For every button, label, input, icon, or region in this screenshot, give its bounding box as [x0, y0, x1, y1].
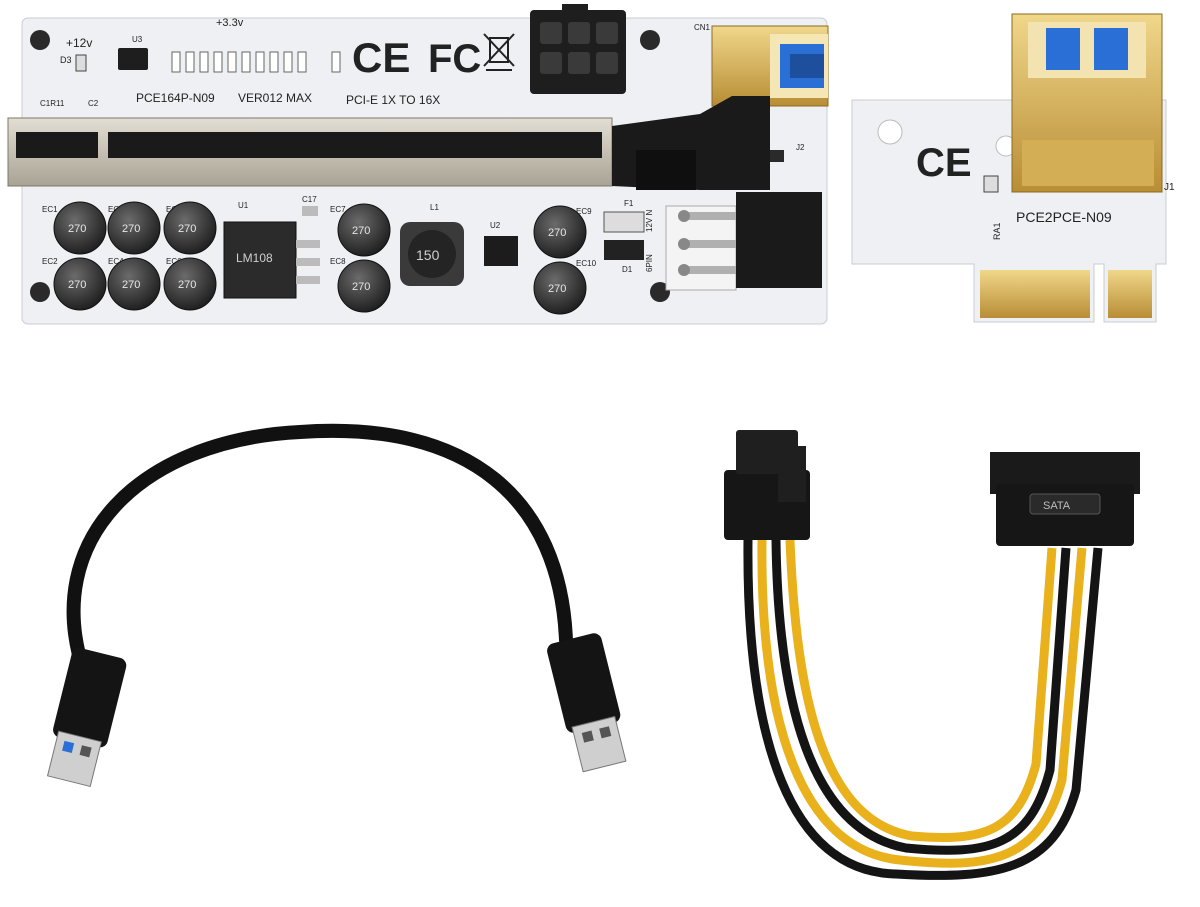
capacitor [163, 201, 217, 255]
usb3-port [711, 25, 829, 107]
mount-hole [30, 30, 50, 50]
capacitor-marking: 270 [178, 223, 196, 235]
j1-label: J1 [1164, 182, 1175, 193]
capacitor [107, 201, 161, 255]
main-model-label: PCE164P-N09 [136, 91, 215, 105]
capacitor-marking: 270 [122, 279, 140, 291]
inductor-marking: 150 [416, 247, 440, 263]
cap-label-ec7: EC7 [330, 205, 346, 214]
mount-hole [877, 119, 903, 145]
6pin-power-connector [530, 4, 626, 94]
mount-hole [650, 282, 670, 302]
c2-label: C2 [88, 99, 99, 108]
cap-label-ec2: EC2 [42, 257, 58, 266]
v33-label: +3.3v [216, 17, 244, 29]
l1-label: L1 [430, 203, 439, 212]
cap-label-ec9: EC9 [576, 207, 592, 216]
main-version-label: VER012 MAX [238, 91, 312, 105]
c1r11-label: C1R11 [40, 99, 65, 108]
side-connector [736, 192, 822, 288]
fuse-f1 [603, 211, 645, 233]
capacitor [533, 205, 587, 259]
cap-label-ec6: EC6 [166, 257, 182, 266]
capacitor-marking: 270 [352, 225, 370, 237]
capacitor [53, 201, 107, 255]
j2-label: J2 [796, 143, 805, 152]
sata-label: SATA [1043, 500, 1071, 512]
weee-bin-icon [483, 33, 515, 71]
capacitor-marking: 270 [548, 283, 566, 295]
capacitor-marking: 270 [68, 223, 86, 235]
capacitor [533, 261, 587, 315]
usb-plug-right [547, 633, 627, 773]
u3-label: U3 [132, 35, 143, 44]
main-interface-label: PCI-E 1X TO 16X [346, 93, 440, 107]
cap-label-ec4: EC4 [108, 257, 124, 266]
capacitor-marking: 270 [548, 227, 566, 239]
mount-hole [30, 282, 50, 302]
6pin-plug [724, 430, 810, 540]
riser-adapter-board: CE RA1 J1 PCE2PCE-N09 [851, 13, 1175, 323]
capacitor-marking: 270 [122, 223, 140, 235]
sata-plug: SATA [990, 452, 1140, 546]
12v-label: 12V N [645, 210, 654, 232]
chip-u2 [484, 236, 518, 266]
capacitor [163, 257, 217, 311]
capacitor [337, 203, 391, 257]
ra1-label: RA1 [992, 222, 1002, 240]
led-row [171, 51, 341, 73]
capacitor [337, 259, 391, 313]
adapter-model-label: PCE2PCE-N09 [1016, 209, 1112, 225]
pcie-x1-gold-fingers [980, 270, 1152, 318]
capacitor-marking: 270 [352, 281, 370, 293]
capacitor-marking: 270 [68, 279, 86, 291]
pcie-x16-slot [7, 117, 613, 187]
usb-plug-left [46, 647, 127, 788]
sata-to-6pin-cable: SATA [724, 430, 1140, 880]
u2-label: U2 [490, 221, 501, 230]
regulator-marking: LM108 [236, 251, 273, 265]
capacitor [53, 257, 107, 311]
led-d3 [75, 54, 87, 72]
led-ra1 [983, 175, 999, 193]
mount-hole [640, 30, 660, 50]
d1-label: D1 [622, 265, 633, 274]
smd-part [770, 150, 784, 162]
diode-d1 [604, 240, 644, 260]
cap-label-ec1: EC1 [42, 205, 58, 214]
f1-label: F1 [624, 199, 634, 208]
c17-label: C17 [302, 195, 317, 204]
voltage-regulator: LM108 [223, 221, 320, 299]
cn1-label: CN1 [694, 23, 711, 32]
6pin-label: 6PIN [645, 254, 654, 272]
d3-label: D3 [60, 55, 72, 65]
fc-mark: FC [428, 37, 481, 81]
usb3-cable [46, 423, 627, 788]
u1-label: U1 [238, 201, 249, 210]
capacitor-group: 270 270 270 270 270 270 270 270 270 270 [53, 201, 587, 315]
power-pins [665, 205, 737, 291]
slot-latch [612, 96, 826, 194]
inductor-l1: 150 [400, 222, 464, 286]
chip-u3 [118, 48, 148, 70]
ce-mark-small: CE [916, 141, 972, 185]
cap-label-ec10: EC10 [576, 259, 597, 268]
cap-label-ec8: EC8 [330, 257, 346, 266]
ce-mark: CE [352, 34, 410, 81]
usb3-port-adapter [1011, 13, 1163, 193]
v12-label: +12v [66, 36, 92, 50]
capacitor [107, 257, 161, 311]
smd-cap [302, 206, 318, 216]
capacitor-marking: 270 [178, 279, 196, 291]
riser-main-board: +12v D3 U3 +3.3v PCE164P-N09 VER012 MAX … [7, 4, 829, 325]
